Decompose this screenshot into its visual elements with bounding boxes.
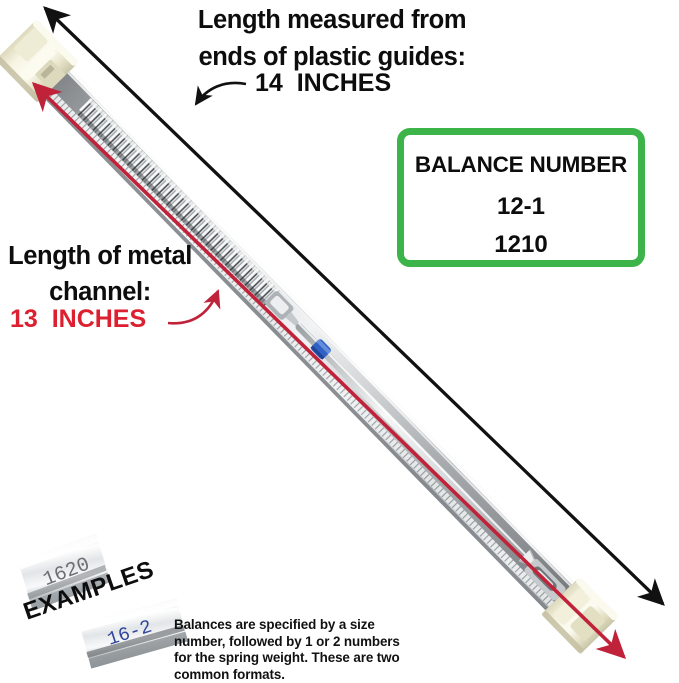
examples-blurb-line2: number, followed by 1 or 2 numbers [174,634,406,651]
examples-blurb-line3: for the spring weight. These are two [174,650,406,667]
examples-blurb-line1: Balances are specified by a size [174,617,406,634]
examples-blurb: Balances are specified by a size number,… [174,617,406,683]
examples-blurb-line4: common formats. [174,667,406,683]
